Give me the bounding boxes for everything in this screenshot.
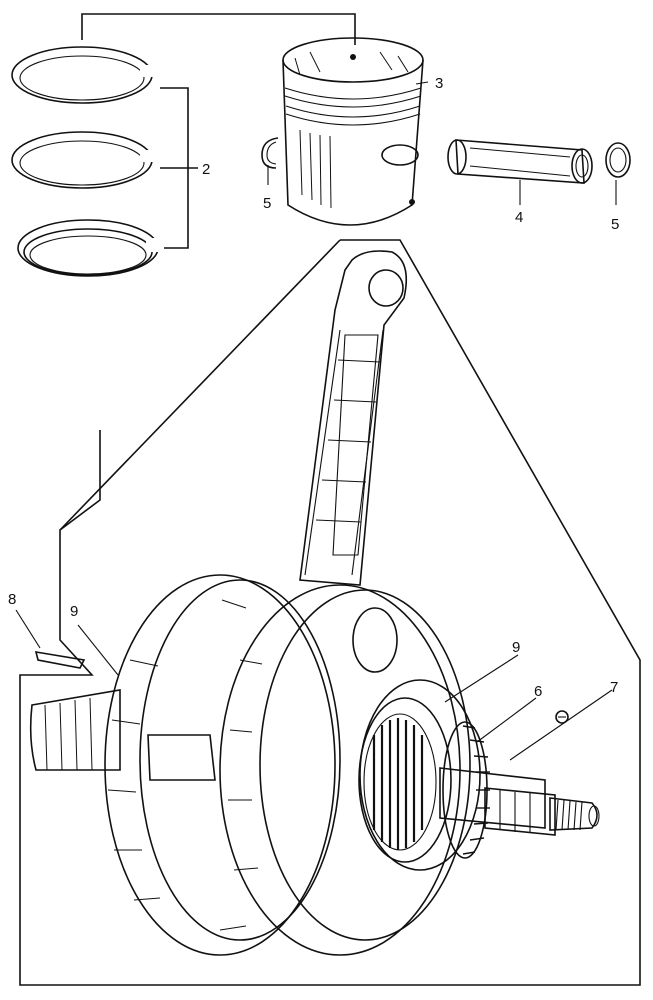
- callout-clip-left: 5: [263, 195, 271, 212]
- woodruff-key-small-icon: [555, 710, 569, 724]
- piston-ring-oil-icon: [17, 219, 164, 277]
- callout-key-small: 7: [610, 679, 618, 696]
- callout-gear: 6: [534, 683, 542, 700]
- leader-lines: [15, 81, 617, 761]
- callout-right-bearing: 9: [512, 639, 520, 656]
- crankshaft-icon: [29, 574, 600, 956]
- assembly-bracket-lines: [19, 13, 641, 986]
- callout-left-bearing: 9: [70, 603, 78, 620]
- connecting-rod-icon: [299, 250, 408, 586]
- callout-pin: 4: [515, 209, 523, 226]
- callout-rings: 2: [202, 161, 210, 178]
- circlip-left-icon: [261, 137, 279, 169]
- callout-piston: 3: [435, 75, 443, 92]
- piston-pin-icon: [447, 139, 593, 184]
- piston-icon: [282, 37, 424, 226]
- woodruff-key-left-icon: [34, 651, 86, 669]
- circlip-right-icon: [605, 142, 631, 178]
- piston-ring-middle-icon: [11, 131, 158, 189]
- piston-ring-top-icon: [11, 46, 158, 104]
- callout-clip-right: 5: [611, 216, 619, 233]
- callout-key-left: 8: [8, 591, 16, 608]
